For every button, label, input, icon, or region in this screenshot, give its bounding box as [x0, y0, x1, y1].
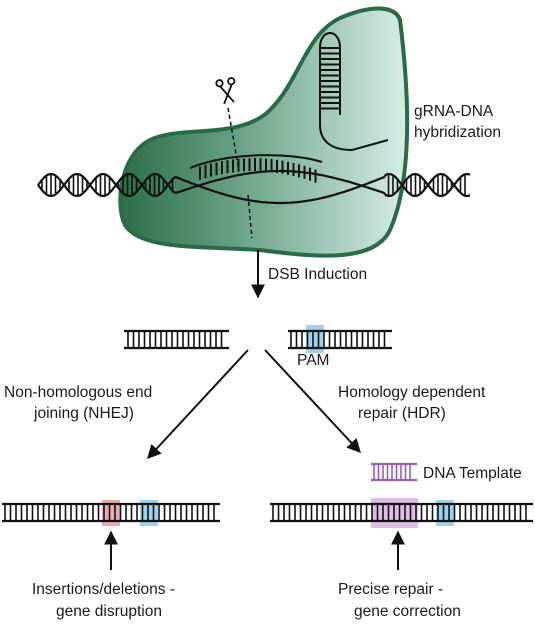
dna-template	[371, 462, 417, 482]
pam-label: PAM	[297, 352, 329, 369]
scissors-icon	[215, 77, 236, 105]
dna-fragment-right	[288, 325, 392, 353]
cas9-protein	[118, 6, 410, 258]
grna-hairpin	[319, 32, 389, 152]
hdr-label-1: Homology dependent	[338, 384, 486, 401]
hybridization-label-1: gRNA-DNA	[414, 103, 494, 120]
indel-label-1: Insertions/deletions -	[32, 581, 175, 598]
nhej-label-1: Non-homologous end	[4, 384, 152, 401]
nhej-dna	[2, 500, 220, 526]
cut-line-top	[227, 107, 239, 166]
dna-helix	[37, 169, 471, 205]
precise-label-2: gene correction	[354, 603, 461, 620]
hdr-arrow	[264, 349, 361, 454]
hdr-dna	[270, 498, 533, 528]
cut-line-bottom	[247, 194, 253, 239]
nhej-arrow	[147, 349, 249, 460]
indel-label-2: gene disruption	[56, 603, 162, 620]
hybridization-label-2: hybridization	[414, 124, 501, 141]
dsb-label: DSB Induction	[268, 266, 367, 283]
template-label: DNA Template	[423, 465, 522, 482]
nhej-label-2: joining (NHEJ)	[33, 405, 134, 422]
dna-fragment-left	[124, 329, 229, 350]
precise-label-1: Precise repair -	[338, 581, 443, 598]
hdr-label-2: repair (HDR)	[358, 405, 446, 422]
